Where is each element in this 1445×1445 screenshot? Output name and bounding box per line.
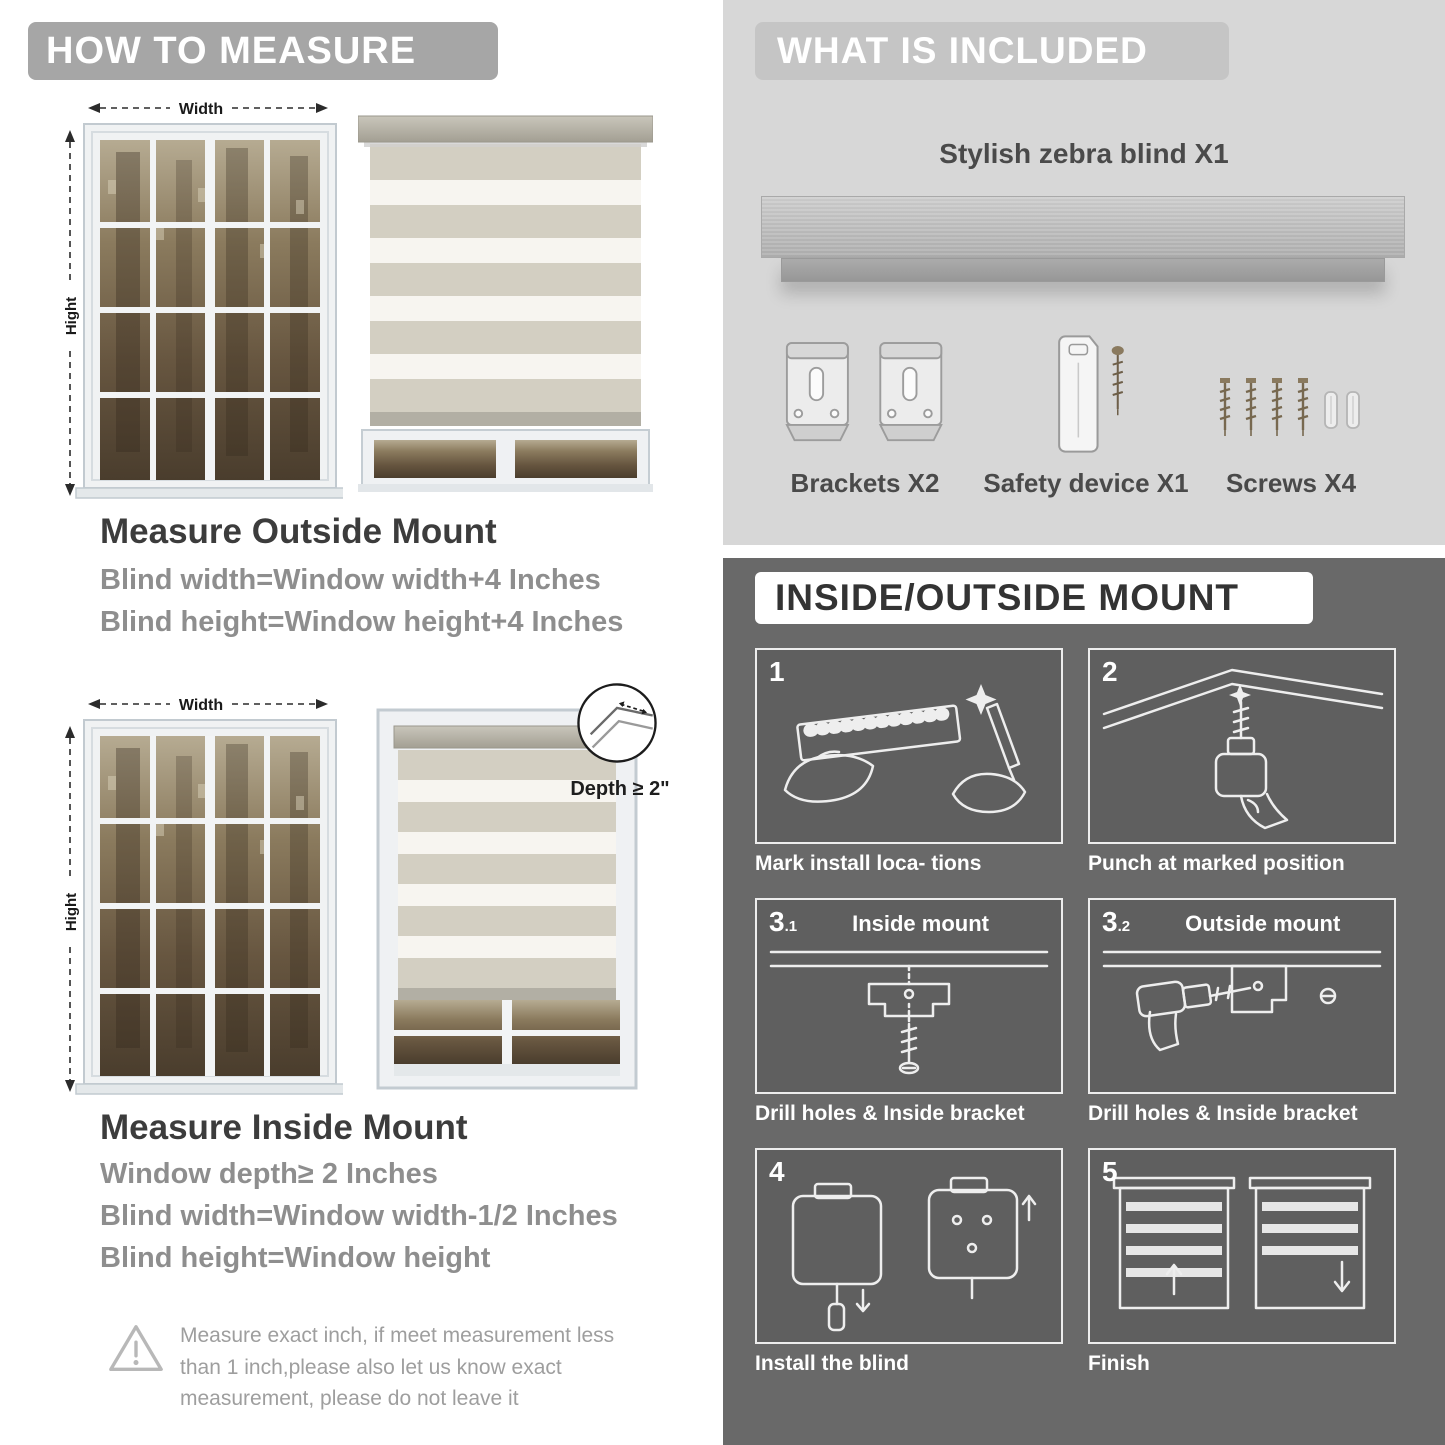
step-4-caption: Install the blind xyxy=(755,1352,910,1375)
step-2: 2 Punch at marked position xyxy=(1088,648,1396,876)
outside-height-formula: Blind height=Window height+4 Inches xyxy=(100,606,624,638)
height-label: Hight xyxy=(63,893,80,931)
what-is-included-header: WHAT IS INCLUDED xyxy=(755,22,1229,80)
step-2-illustration xyxy=(1102,668,1384,830)
step-4: 4 xyxy=(755,1148,1063,1376)
step-number: 3 xyxy=(1102,906,1118,937)
step-title: Outside mount xyxy=(1185,911,1341,936)
inside-mount-title: Measure Inside Mount xyxy=(100,1108,468,1147)
product-label: Stylish zebra blind X1 xyxy=(939,138,1229,169)
measurement-note: Measure exact inch, if meet measurement … xyxy=(180,1324,615,1410)
step-5-card: 5 xyxy=(1088,1148,1396,1344)
outside-width-formula: Blind width=Window width+4 Inches xyxy=(100,564,601,596)
window-diagram-inside: Width Hight xyxy=(61,694,343,1095)
step-number: 2 xyxy=(1102,656,1118,687)
window-diagram-outside: Width Hight xyxy=(61,98,343,499)
step-2-card: 2 xyxy=(1088,648,1396,844)
how-to-measure-header: HOW TO MEASURE xyxy=(28,22,498,80)
outside-mount-title: Measure Outside Mount xyxy=(100,512,497,551)
step-5-head: 5 xyxy=(1102,1156,1173,1188)
width-label: Width xyxy=(179,101,223,118)
step-number: 5 xyxy=(1102,1156,1118,1187)
step-number: 1 xyxy=(769,656,785,687)
step-3-2-caption: Drill holes & Inside bracket xyxy=(1088,1102,1358,1125)
step-3-2-card: 3.2 Outside mount xyxy=(1088,898,1396,1094)
step-3-2-illustration xyxy=(1102,950,1382,1052)
step-5-illustration xyxy=(1112,1176,1372,1310)
step-3-2-head: 3.2 Outside mount xyxy=(1102,906,1341,937)
blind-headrail-lip xyxy=(781,258,1385,282)
mount-instructions-section: INSIDE/OUTSIDE MOUNT 1 xyxy=(723,558,1445,1445)
zebra-blind-diagram-inside xyxy=(376,708,638,1090)
depth-detail-icon xyxy=(577,683,657,763)
step-3-1: 3.1 Inside mount D xyxy=(755,898,1063,1126)
step-3-1-card: 3.1 Inside mount xyxy=(755,898,1063,1094)
inside-depth-formula: Window depth≥ 2 Inches xyxy=(100,1158,438,1190)
step-5-caption: Finish xyxy=(1088,1352,1150,1375)
step-1-card: 1 xyxy=(755,648,1063,844)
zebra-blind-diagram-outside xyxy=(358,115,653,492)
step-3-1-head: 3.1 Inside mount xyxy=(769,906,989,937)
what-is-included-section: WHAT IS INCLUDED Stylish zebra blind X1 xyxy=(723,0,1445,545)
safety-device-label: Safety device X1 xyxy=(983,468,1189,498)
step-1-caption: Mark install loca- tions xyxy=(755,852,982,875)
height-label: Hight xyxy=(63,297,80,335)
inside-width-formula: Blind width=Window width-1/2 Inches xyxy=(100,1200,618,1232)
mount-header: INSIDE/OUTSIDE MOUNT xyxy=(755,572,1313,624)
step-1-head: 1 xyxy=(769,656,840,688)
brackets-label: Brackets X2 xyxy=(790,468,940,498)
step-number: 3 xyxy=(769,906,785,937)
step-1: 1 Mark install loca- tions xyxy=(755,648,1063,876)
step-5: 5 xyxy=(1088,1148,1396,1376)
step-1-illustration xyxy=(783,684,1027,814)
step-2-caption: Punch at marked position xyxy=(1088,852,1345,875)
width-label: Width xyxy=(179,697,223,714)
blind-headrail-graphic xyxy=(761,196,1405,258)
step-2-head: 2 xyxy=(1102,656,1173,688)
step-title: Inside mount xyxy=(852,911,989,936)
step-number: 4 xyxy=(769,1156,785,1187)
depth-label: Depth ≥ 2" xyxy=(570,778,670,800)
step-4-card: 4 xyxy=(755,1148,1063,1344)
brackets-icon xyxy=(785,342,943,442)
warning-triangle-icon xyxy=(109,1325,163,1372)
safety-device-icon xyxy=(1058,335,1124,453)
inside-height-formula: Blind height=Window height xyxy=(100,1242,491,1274)
step-4-head: 4 xyxy=(769,1156,840,1188)
screws-label: Screws X4 xyxy=(1225,468,1357,498)
step-4-illustration xyxy=(791,1176,1037,1332)
step-3-1-illustration xyxy=(769,950,1049,1075)
step-3-1-caption: Drill holes & Inside bracket xyxy=(755,1102,1025,1125)
screws-icon xyxy=(1218,376,1360,438)
step-3-2: 3.2 Outside mount xyxy=(1088,898,1396,1126)
